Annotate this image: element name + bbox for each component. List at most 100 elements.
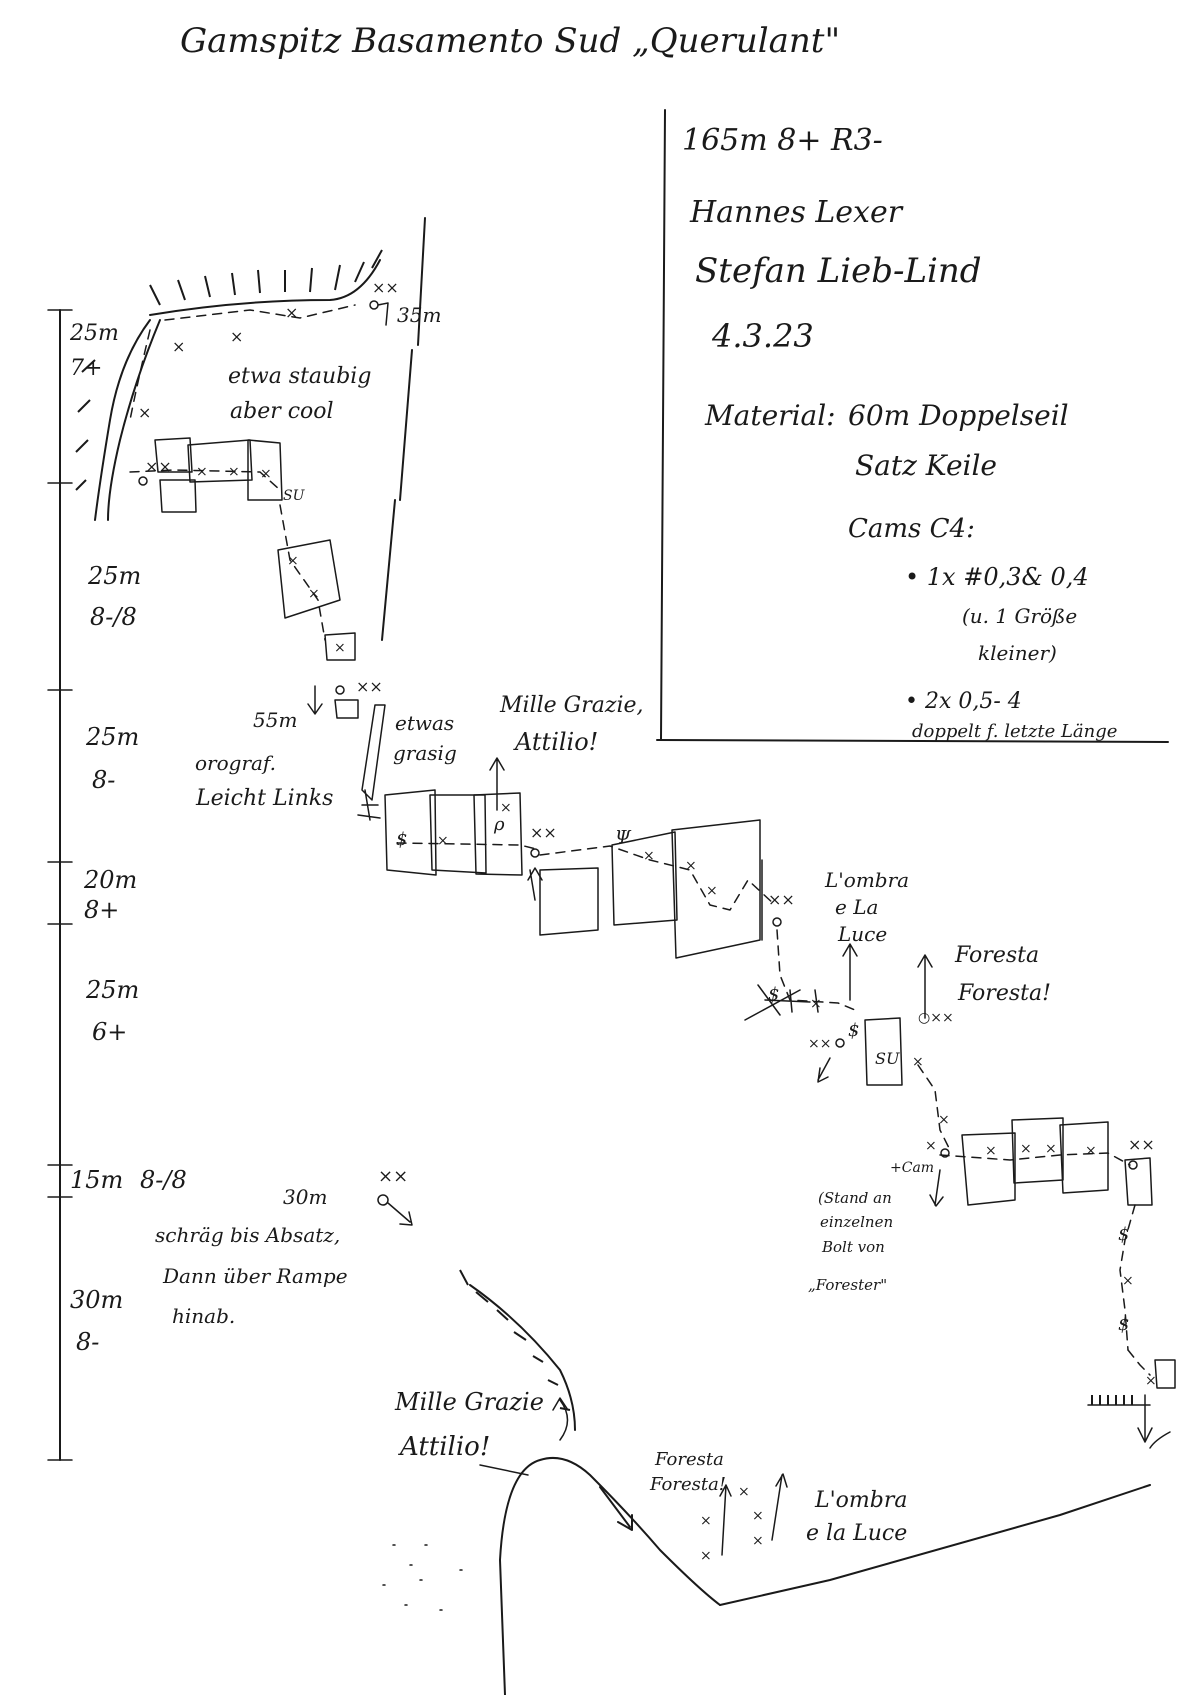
approach-sketch: × × × × × bbox=[382, 1269, 1151, 1695]
pitch-4-grade: 8+ bbox=[84, 896, 119, 924]
bottom-e-la-luce: e la Luce bbox=[806, 1521, 907, 1546]
ascent-date: 4.3.23 bbox=[711, 317, 814, 355]
foresta-arrow bbox=[917, 954, 933, 1019]
cams-label: Cams C4: bbox=[848, 514, 975, 544]
upper-roof-wall bbox=[75, 217, 426, 641]
pitch-4-length: 20m bbox=[83, 866, 137, 894]
upper-bolts: × × × × ×× bbox=[138, 278, 399, 422]
info-box: 165m 8+ R3- Hannes Lexer Stefan Lieb-Lin… bbox=[682, 123, 1117, 742]
svg-text:×: × bbox=[700, 1548, 712, 1564]
rappel-35m-label: 35m bbox=[397, 303, 441, 327]
svg-text:○××: ○×× bbox=[918, 1010, 954, 1026]
svg-text:×: × bbox=[700, 1513, 712, 1529]
pitch-7-grade: 8- bbox=[76, 1328, 99, 1356]
svg-text:××: ×× bbox=[530, 823, 557, 842]
svg-text:×: × bbox=[985, 1143, 997, 1159]
svg-text:×: × bbox=[228, 464, 240, 480]
bottom-foresta-2: Foresta! bbox=[649, 1474, 726, 1495]
material-label: Material: bbox=[704, 399, 836, 432]
svg-text:Ψ: Ψ bbox=[615, 827, 632, 848]
svg-text:×: × bbox=[685, 858, 697, 874]
pitch-1-length: 25m bbox=[69, 321, 119, 346]
pitch-2-features: × × × ×× bbox=[277, 504, 383, 719]
first-ascensionist-2: Stefan Lieb-Lind bbox=[695, 251, 982, 291]
info-box-border bbox=[656, 109, 1169, 743]
svg-text:$: $ bbox=[1118, 1314, 1129, 1335]
pitch-2-length: 25m bbox=[87, 562, 141, 590]
svg-text:××: ×× bbox=[356, 677, 383, 696]
route-name-ombra: L'ombra bbox=[824, 868, 909, 892]
cams-line-2: • 2x 0,5- 4 bbox=[905, 689, 1022, 714]
svg-text:×: × bbox=[260, 466, 272, 482]
route-summary: 165m 8+ R3- bbox=[682, 123, 883, 158]
cams-line-1b: (u. 1 Größe bbox=[962, 604, 1077, 628]
svg-text:×: × bbox=[500, 800, 512, 816]
descent-anchor: ×× bbox=[377, 1166, 413, 1226]
svg-text:×: × bbox=[138, 403, 151, 422]
route-name-mille-grazie: Mille Grazie, bbox=[499, 693, 644, 718]
pitch-scale-bar bbox=[47, 309, 73, 1461]
svg-text:×: × bbox=[1085, 1143, 1097, 1159]
mille-grazie-arrow bbox=[489, 757, 505, 811]
svg-text:$: $ bbox=[768, 984, 779, 1005]
pitch-5-features: $ × $ ×× ○×× × × bbox=[744, 929, 954, 1151]
descent-note-1: schräg bis Absatz, bbox=[155, 1223, 340, 1247]
pitch-3-length: 25m bbox=[85, 723, 139, 751]
pitch-3-blocks: $ × ρ × ×× bbox=[384, 789, 557, 876]
svg-text:×: × bbox=[912, 1054, 924, 1070]
svg-text:××: ×× bbox=[1128, 1135, 1155, 1154]
svg-text:××: ×× bbox=[768, 890, 795, 909]
route-name-ombra-e-la: e La bbox=[835, 895, 878, 919]
svg-text:×: × bbox=[643, 848, 655, 864]
rappel-30m-label: 30m bbox=[283, 1185, 327, 1209]
stand-note-4: „Forester" bbox=[808, 1276, 887, 1294]
pitch-2-grade: 8-/8 bbox=[90, 603, 137, 631]
svg-text:××: ×× bbox=[145, 457, 172, 476]
pitch-6-length: 15m bbox=[70, 1166, 123, 1194]
svg-text:×: × bbox=[287, 553, 299, 569]
rappel-55m-label: 55m bbox=[253, 708, 297, 732]
su-anchor-top: SU bbox=[283, 488, 306, 504]
pitch-list: 25m 7+ 25m 8-/8 25m 8- 20m 8+ 25m 6+ 15m… bbox=[69, 321, 187, 1356]
descent-note-3: hinab. bbox=[172, 1304, 235, 1328]
stand-note-2: einzelnen bbox=[820, 1213, 893, 1231]
cam-label: +Cam bbox=[890, 1160, 934, 1176]
svg-text:×: × bbox=[925, 1138, 937, 1154]
svg-text:×: × bbox=[334, 640, 346, 656]
bottom-foresta: Foresta bbox=[654, 1449, 724, 1470]
bottom-ombra: L'ombra bbox=[814, 1488, 907, 1513]
svg-text:×: × bbox=[1045, 1141, 1057, 1157]
svg-text:×: × bbox=[308, 586, 320, 602]
svg-text:ρ: ρ bbox=[493, 814, 505, 835]
svg-text:×: × bbox=[1145, 1373, 1157, 1389]
svg-text:×: × bbox=[752, 1533, 764, 1549]
note-dusty-1: etwa staubig bbox=[228, 364, 371, 389]
svg-text:$: $ bbox=[848, 1020, 859, 1041]
svg-text:×: × bbox=[706, 883, 718, 899]
cams-line-1: • 1x #0,3& 0,4 bbox=[905, 563, 1089, 591]
note-grassy-2: grasig bbox=[393, 741, 457, 765]
svg-text:××: ×× bbox=[378, 1166, 408, 1187]
pitch-3-grade: 8- bbox=[92, 766, 115, 794]
svg-text:×: × bbox=[1020, 1141, 1032, 1157]
pitch-5-length: 25m bbox=[85, 976, 139, 1004]
material-nuts: Satz Keile bbox=[855, 449, 997, 482]
svg-text:$: $ bbox=[396, 829, 407, 850]
bottom-mille-grazie: Mille Grazie bbox=[394, 1388, 544, 1416]
svg-text:$: $ bbox=[1118, 1224, 1129, 1245]
first-ascensionist-1: Hannes Lexer bbox=[689, 195, 904, 230]
pitch-7-length: 30m bbox=[70, 1286, 123, 1314]
pitch-6-grade: 8-/8 bbox=[140, 1166, 187, 1194]
note-grassy-1: etwas bbox=[395, 711, 454, 735]
svg-text:×: × bbox=[1122, 1273, 1134, 1289]
stand-note-1: (Stand an bbox=[818, 1189, 892, 1207]
svg-text:×: × bbox=[285, 303, 298, 322]
svg-text:×: × bbox=[752, 1508, 764, 1524]
route-name-foresta-2: Foresta! bbox=[957, 981, 1051, 1006]
topo-title: Gamspitz Basamento Sud „Querulant" bbox=[180, 21, 840, 61]
route-name-foresta: Foresta bbox=[954, 943, 1039, 968]
svg-text:×: × bbox=[810, 996, 822, 1012]
svg-text:×: × bbox=[938, 1112, 950, 1128]
svg-text:×: × bbox=[437, 833, 449, 849]
